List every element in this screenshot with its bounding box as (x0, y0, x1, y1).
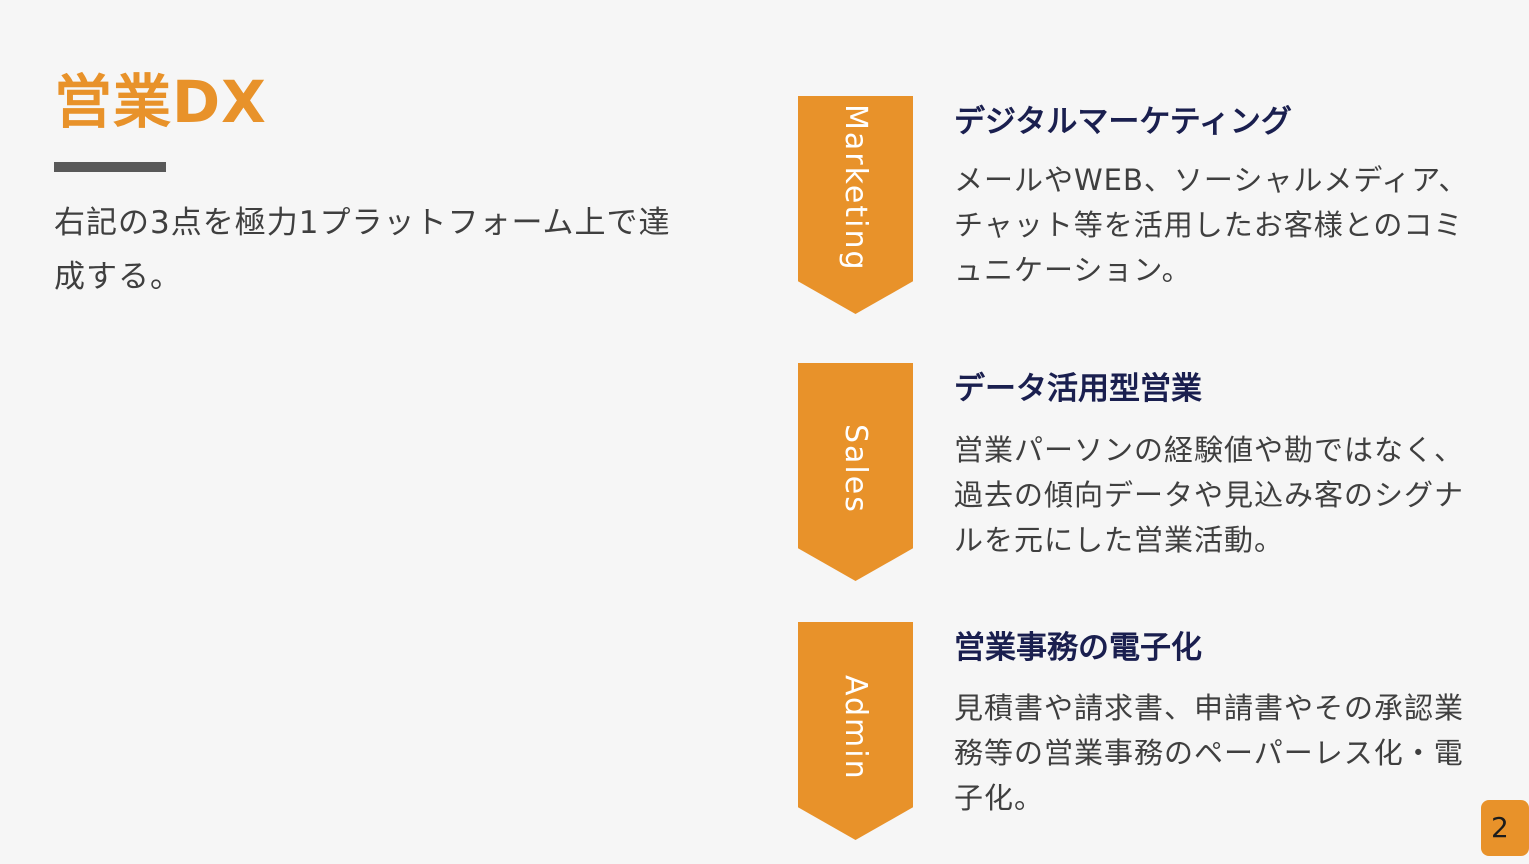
slide-title: 営業DX (54, 68, 267, 136)
sales-item-text: 営業パーソンの経験値や勘ではなく、過去の傾向データや見込み客のシグナルを元にした… (954, 433, 1465, 557)
slide-description: 右記の3点を極力1プラットフォーム上で達成する。 (54, 205, 671, 295)
sales-chevron: Sales (798, 363, 913, 581)
sales-chevron-label: Sales (838, 424, 873, 514)
title-divider (54, 162, 166, 172)
admin-item-text: 見積書や請求書、申請書やその承認業務等の営業事務のペーパーレス化・電子化。 (954, 691, 1465, 815)
marketing-item-title: デジタルマーケティング (954, 104, 1292, 140)
admin-chevron-label: Admin (838, 675, 873, 781)
marketing-item-text: メールやWEB、ソーシャルメディア、チャット等を活用したお客様とのコミュニケーシ… (954, 163, 1469, 287)
sales-item-title: データ活用型営業 (954, 371, 1202, 407)
admin-item-title: 営業事務の電子化 (954, 630, 1202, 666)
marketing-chevron-label: Marketing (838, 104, 873, 272)
page-number-badge: 2 (1481, 800, 1529, 856)
admin-chevron: Admin (798, 622, 913, 840)
marketing-chevron: Marketing (798, 96, 913, 314)
